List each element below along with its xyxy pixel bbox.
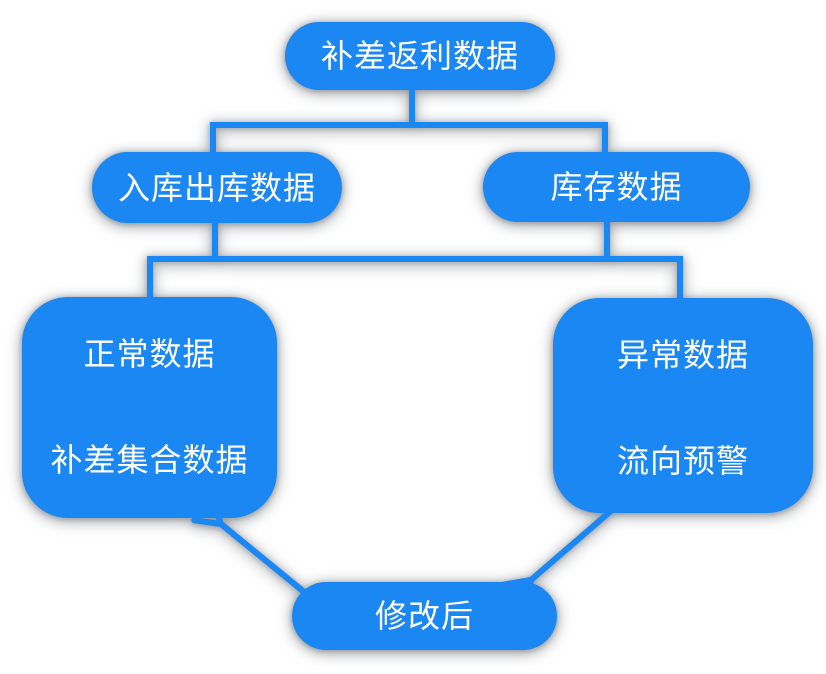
arrow-abnormal-to-modified	[501, 507, 614, 609]
node-inventory: 库存数据	[483, 152, 750, 222]
node-normal-data-line2: 补差集合数据	[50, 442, 249, 478]
node-normal-data: 正常数据 补差集合数据	[22, 297, 277, 518]
node-root: 补差返利数据	[285, 22, 555, 90]
node-abnormal-data: 异常数据 流向预警	[553, 298, 813, 513]
node-abnormal-data-line1: 异常数据	[616, 337, 749, 373]
node-inbound-outbound-label: 入库出库数据	[117, 169, 316, 206]
node-inbound-outbound: 入库出库数据	[92, 152, 342, 223]
node-inventory-label: 库存数据	[550, 169, 683, 205]
node-abnormal-data-line2: 流向预警	[616, 443, 749, 479]
connector-level2-to-level3	[147, 218, 683, 299]
connector-root-to-level2	[210, 85, 608, 157]
node-modified: 修改后	[292, 582, 557, 650]
node-normal-data-line1: 正常数据	[83, 336, 216, 372]
node-modified-label: 修改后	[374, 598, 474, 634]
arrow-modified-to-normal	[191, 495, 311, 599]
node-root-label: 补差返利数据	[320, 38, 519, 74]
